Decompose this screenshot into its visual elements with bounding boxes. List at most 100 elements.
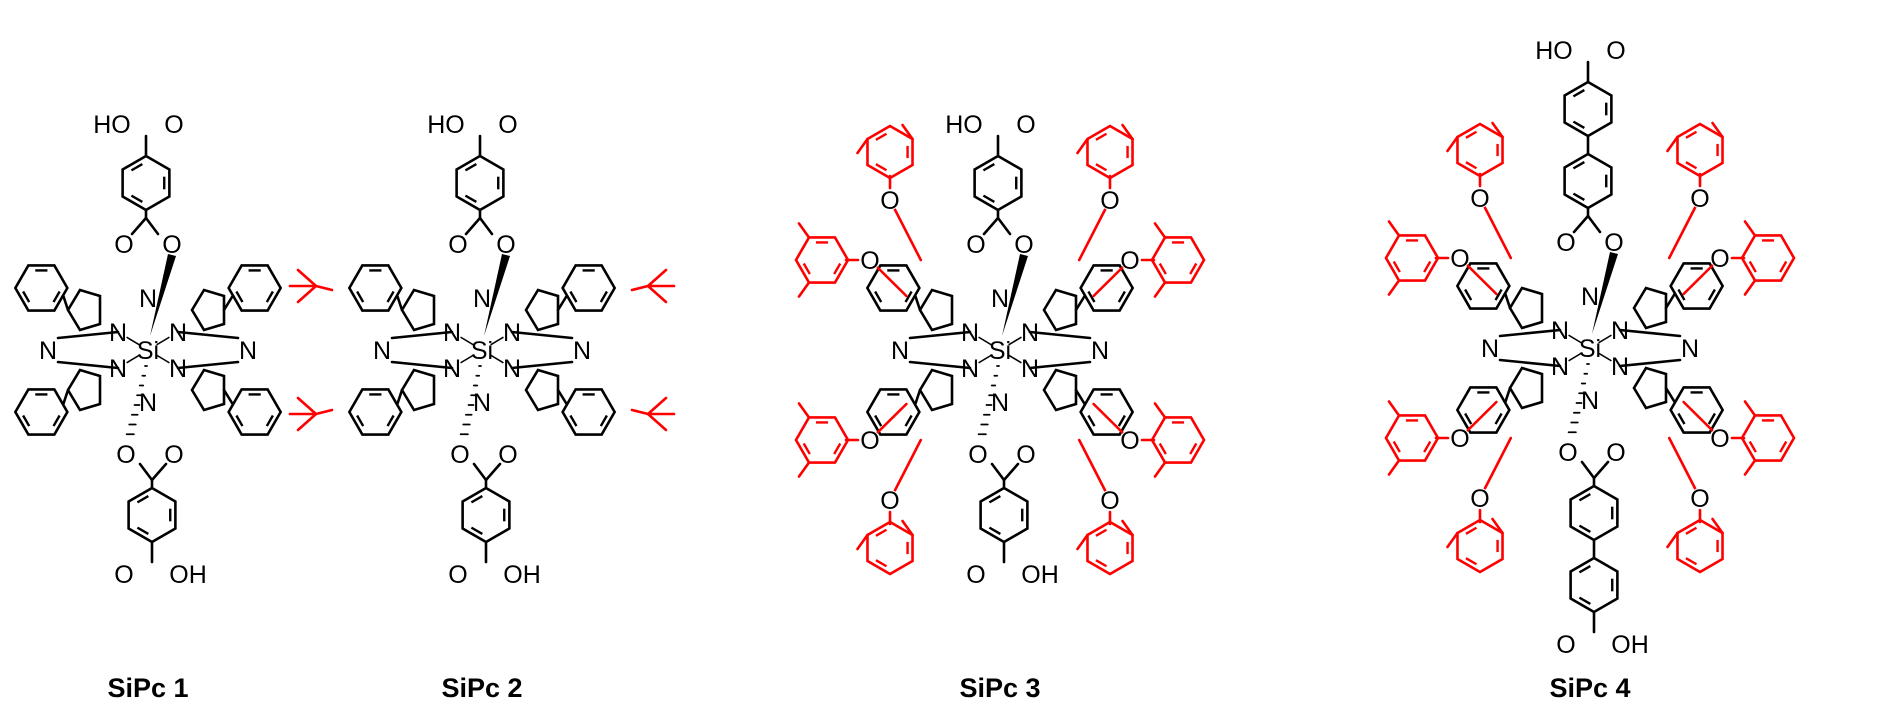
compound-name-1: SiPc 1 — [107, 673, 188, 703]
meso-nitrogen: N — [991, 389, 1009, 417]
pyrrole-ring — [66, 288, 102, 332]
hydroxyl-group: HO — [945, 111, 983, 139]
pyrrole-ring — [1632, 286, 1668, 330]
dimethylphenyl-ring — [1456, 122, 1504, 178]
meso-nitrogen: N — [573, 337, 591, 365]
isoindole-benzo-ring — [347, 264, 403, 312]
ether-oxygen: O — [1710, 425, 1729, 453]
dimethylphenyl-ring — [1740, 414, 1796, 462]
meso-nitrogen: N — [473, 389, 491, 417]
dimethylphenyl-ring — [1384, 414, 1440, 462]
ether-oxygen: O — [1470, 485, 1489, 513]
carbonyl-oxygen: O — [114, 231, 133, 259]
hydroxyl-group: OH — [169, 561, 207, 589]
meso-nitrogen: N — [1091, 337, 1109, 365]
axial-phenyl-ring — [461, 486, 511, 544]
ether-oxygen: O — [1470, 185, 1489, 213]
axial-phenyl-ring — [973, 154, 1023, 212]
ester-oxygen: O — [968, 441, 987, 469]
meso-nitrogen: N — [1681, 335, 1699, 363]
acid-carbonyl-oxygen: O — [114, 561, 133, 589]
dimethylphenyl-ring — [866, 520, 914, 576]
ether-oxygen: O — [1450, 245, 1469, 273]
isoindole-benzo-ring — [1079, 388, 1135, 436]
ether-oxygen: O — [1120, 427, 1139, 455]
meso-nitrogen: N — [991, 285, 1009, 313]
hydroxyl-group: HO — [1535, 37, 1573, 65]
dimethylphenyl-ring — [1740, 234, 1796, 282]
pyrrole-ring — [524, 288, 560, 332]
carbonyl-oxygen: O — [966, 231, 985, 259]
isoindole-benzo-ring — [1455, 262, 1511, 310]
isoindole-benzo-ring — [13, 388, 69, 436]
molecules-layer: NNNNNNNNSiOOHOOOOOOHNNNNNNNNSiOOHOOOOOOH… — [13, 37, 1796, 659]
dimethylphenyl-ring — [1676, 518, 1724, 574]
axial-phenyl-ring — [1563, 80, 1613, 138]
ester-oxygen: O — [162, 231, 181, 259]
pyrrole-ring — [1042, 368, 1078, 412]
dimethylphenyl-ring — [1086, 124, 1134, 180]
ester-oxygen: O — [116, 441, 135, 469]
axial-phenyl-ring — [979, 486, 1029, 544]
ether-oxygen: O — [880, 487, 899, 515]
ether-oxygen: O — [860, 427, 879, 455]
pyrrole-ring — [524, 368, 560, 412]
dimethylphenyl-ring — [794, 416, 850, 464]
meso-nitrogen: N — [139, 389, 157, 417]
pyrrole-ring — [400, 368, 436, 412]
meso-nitrogen: N — [239, 337, 257, 365]
molecule-2: NNNNNNNNSiOOHOOOOOOH — [288, 111, 676, 589]
ether-oxygen: O — [1690, 185, 1709, 213]
axial-phenyl-ring — [1569, 484, 1619, 542]
meso-nitrogen: N — [139, 285, 157, 313]
pyrrole-ring — [190, 288, 226, 332]
molecule-3: NNNNNNNNSiOOHOOOOOOHOOOOOOOO — [794, 111, 1206, 589]
dimethylphenyl-ring — [1456, 518, 1504, 574]
dimethylphenyl-ring — [1150, 416, 1206, 464]
meso-nitrogen: N — [473, 285, 491, 313]
meso-nitrogen: N — [1581, 387, 1599, 415]
acid-carbonyl-oxygen: O — [1016, 111, 1035, 139]
pyrrole-ring — [66, 368, 102, 412]
axial-phenyl-ring — [455, 154, 505, 212]
hydroxyl-group: OH — [1611, 631, 1649, 659]
acid-carbonyl-oxygen: O — [448, 561, 467, 589]
hydroxyl-group: OH — [1021, 561, 1059, 589]
ether-oxygen: O — [1690, 485, 1709, 513]
isoindole-benzo-ring — [227, 264, 283, 312]
isoindole-benzo-ring — [865, 388, 921, 436]
isoindole-benzo-ring — [1669, 386, 1725, 434]
dimethylphenyl-ring — [1676, 122, 1724, 178]
dimethylphenyl-ring — [1150, 236, 1206, 284]
pyrrole-ring — [1508, 286, 1544, 330]
dimethylphenyl-ring — [1086, 520, 1134, 576]
isoindole-benzo-ring — [561, 264, 617, 312]
pyrrole-ring — [190, 368, 226, 412]
carbonyl-oxygen: O — [498, 441, 517, 469]
hydroxyl-group: OH — [503, 561, 541, 589]
silicon-center: Si — [137, 337, 159, 365]
dimethylphenyl-ring — [794, 236, 850, 284]
compound-name-3: SiPc 3 — [959, 673, 1040, 703]
axial-phenyl-ring — [127, 486, 177, 544]
meso-nitrogen: N — [1481, 335, 1499, 363]
hydroxyl-group: HO — [427, 111, 465, 139]
meso-nitrogen: N — [891, 337, 909, 365]
compound-names: SiPc 1 SiPc 2 SiPc 3 SiPc 4 — [107, 673, 1630, 703]
ester-oxygen: O — [1014, 231, 1033, 259]
carbonyl-oxygen: O — [164, 441, 183, 469]
isoindole-benzo-ring — [1455, 386, 1511, 434]
silicon-center: Si — [471, 337, 493, 365]
ester-oxygen: O — [450, 441, 469, 469]
ester-oxygen: O — [1604, 229, 1623, 257]
isoindole-benzo-ring — [561, 388, 617, 436]
ether-oxygen: O — [880, 187, 899, 215]
carbonyl-oxygen: O — [1556, 229, 1575, 257]
meso-nitrogen: N — [1581, 283, 1599, 311]
ether-oxygen: O — [1100, 187, 1119, 215]
compound-name-2: SiPc 2 — [441, 673, 522, 703]
meso-nitrogen: N — [39, 337, 57, 365]
ether-oxygen: O — [1450, 425, 1469, 453]
isoindole-benzo-ring — [13, 264, 69, 312]
